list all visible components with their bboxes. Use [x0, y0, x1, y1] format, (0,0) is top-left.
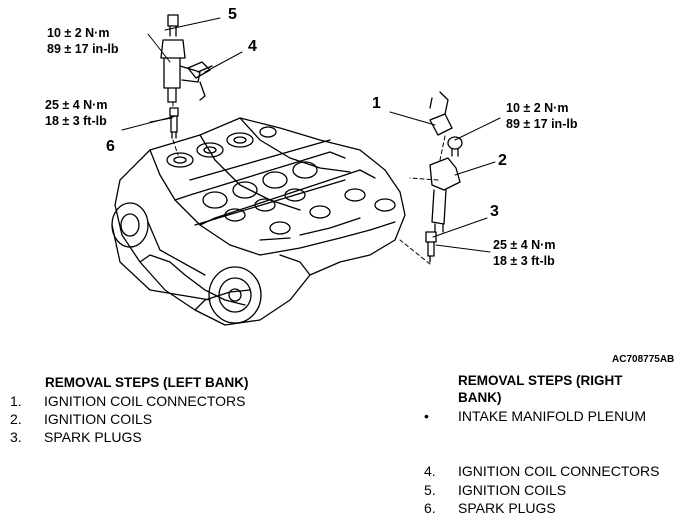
torque-metric: 10 ± 2 N·m	[47, 26, 110, 40]
pulleys	[111, 202, 262, 324]
step-text: SPARK PLUGS	[44, 429, 142, 445]
torque-spec-left-coil: 10 ± 2 N·m 89 ± 17 in-lb	[47, 25, 118, 57]
left-ignition-coil	[160, 14, 213, 103]
left-coil-connector	[187, 61, 211, 79]
torque-metric: 25 ± 4 N·m	[45, 98, 108, 112]
torque-spec-right-coil: 10 ± 2 N·m 89 ± 17 in-lb	[506, 100, 577, 132]
torque-imperial: 89 ± 17 in-lb	[506, 117, 578, 131]
torque-spec-right-plug: 25 ± 4 N·m 18 ± 3 ft-lb	[493, 237, 555, 269]
torque-imperial: 18 ± 3 ft-lb	[493, 254, 555, 268]
step-text: IGNITION COILS	[44, 411, 153, 427]
figure-code: AC708775AB	[612, 354, 675, 365]
right-bank-bosses	[259, 188, 396, 241]
list-item: • INTAKE MANIFOLD PLENUM	[424, 407, 646, 425]
list-item: 5. IGNITION COILS	[424, 481, 566, 499]
heading-line: BANK)	[458, 390, 502, 405]
heading-line: REMOVAL STEPS (RIGHT	[458, 373, 623, 388]
torque-metric: 10 ± 2 N·m	[506, 101, 569, 115]
callout-2: 2	[498, 152, 507, 169]
intake-runners	[189, 139, 346, 226]
right-coil-connector	[429, 91, 453, 136]
step-number: 4.	[424, 463, 436, 479]
left-bank-heading: REMOVAL STEPS (LEFT BANK)	[45, 375, 249, 390]
engine-block	[114, 117, 406, 326]
step-number: 6.	[424, 500, 436, 516]
bullet-icon: •	[424, 408, 429, 424]
step-text: IGNITION COIL CONNECTORS	[44, 393, 246, 409]
right-coil-bolt	[447, 136, 463, 157]
right-install-lines	[399, 135, 446, 265]
callout-1: 1	[372, 95, 381, 112]
step-number: 3.	[10, 429, 22, 445]
leader-lines	[121, 17, 501, 253]
step-number: 5.	[424, 482, 436, 498]
step-number: 2.	[10, 411, 22, 427]
list-item: 1. IGNITION COIL CONNECTORS	[10, 392, 245, 410]
step-text: IGNITION COILS	[458, 482, 567, 498]
step-text: SPARK PLUGS	[458, 500, 556, 516]
list-item: 4. IGNITION COIL CONNECTORS	[424, 462, 659, 480]
callout-5: 5	[228, 6, 237, 23]
callout-4: 4	[248, 38, 257, 55]
torque-spec-left-plug: 25 ± 4 N·m 18 ± 3 ft-lb	[45, 97, 107, 129]
callout-3: 3	[490, 203, 499, 220]
right-ignition-coil	[429, 157, 461, 233]
step-text: INTAKE MANIFOLD PLENUM	[458, 408, 646, 424]
torque-metric: 25 ± 4 N·m	[493, 238, 556, 252]
step-number: 1.	[10, 393, 22, 409]
right-spark-plug	[425, 231, 437, 263]
torque-imperial: 89 ± 17 in-lb	[47, 42, 119, 56]
callout-6: 6	[106, 138, 115, 155]
step-text: IGNITION COIL CONNECTORS	[458, 463, 660, 479]
torque-imperial: 18 ± 3 ft-lb	[45, 114, 107, 128]
list-item: 6. SPARK PLUGS	[424, 499, 556, 517]
left-install-lines	[172, 101, 179, 156]
list-item: 2. IGNITION COILS	[10, 410, 152, 428]
left-bank-plug-wells	[166, 126, 277, 168]
left-spark-plug	[169, 107, 179, 139]
right-bank-heading: REMOVAL STEPS (RIGHT BANK)	[458, 372, 623, 406]
list-item: 3. SPARK PLUGS	[10, 428, 142, 446]
